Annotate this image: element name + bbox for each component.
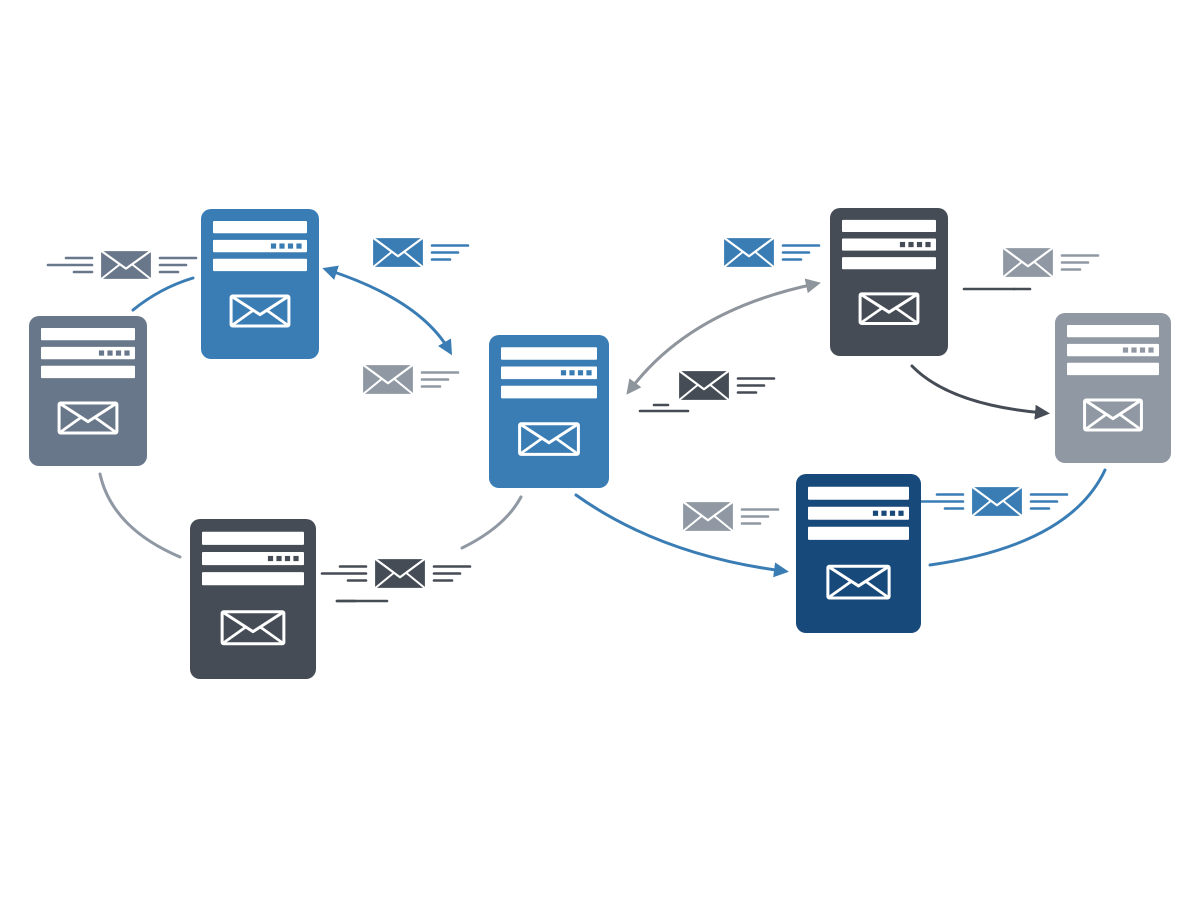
- server-top-right-status-lights-icon: [899, 241, 931, 248]
- connection-server-top-right-to-server-right: [910, 364, 1050, 420]
- server-center[interactable]: [489, 335, 609, 488]
- connection-server-bottom-left-to-server-center: [460, 495, 523, 550]
- server-bottom-left-envelope-icon: [220, 610, 286, 646]
- message-8-motion-lines: [740, 508, 780, 525]
- message-3-motion-lines: [420, 371, 460, 388]
- message-6-motion-lines: [736, 377, 776, 394]
- server-bottom-right-drive-bays: [808, 486, 909, 540]
- server-center-envelope-icon: [518, 422, 580, 456]
- server-right-drive-bays: [1067, 325, 1159, 376]
- message-9-motion-lines: [917, 493, 1069, 510]
- server-top-right-envelope-icon: [858, 292, 920, 325]
- connection-server-bottom-right-to-server-right: [928, 468, 1107, 567]
- server-right[interactable]: [1055, 313, 1171, 463]
- server-left[interactable]: [29, 316, 147, 466]
- server-top-left[interactable]: [201, 209, 319, 359]
- server-top-right[interactable]: [830, 208, 948, 356]
- server-left-status-lights-icon: [98, 350, 130, 356]
- server-left-drive-bays: [41, 328, 135, 379]
- server-center-drive-bays: [501, 347, 597, 399]
- server-bottom-left-status-lights-icon: [267, 555, 299, 562]
- server-bottom-left-drive-bays: [202, 531, 304, 586]
- message-4: [372, 556, 428, 591]
- message-7-motion-lines: [1060, 254, 1100, 271]
- message-5-motion-lines: [781, 244, 821, 261]
- connection-server-left-to-server-bottom-left: [98, 472, 182, 559]
- server-left-envelope-icon: [57, 401, 119, 435]
- motion-lines-layer: [46, 244, 1100, 603]
- server-right-envelope-icon: [1083, 398, 1143, 432]
- server-top-left-drive-bays: [213, 221, 307, 272]
- server-right-status-lights-icon: [1122, 347, 1154, 353]
- message-5: [721, 235, 777, 270]
- loose-motion-dashes: [335, 287, 1032, 603]
- server-bottom-right-status-lights-icon: [872, 510, 904, 516]
- message-3: [360, 362, 416, 397]
- server-top-left-envelope-icon: [229, 294, 291, 328]
- message-8: [680, 499, 736, 534]
- message-9: [969, 484, 1025, 519]
- servers-layer: [29, 208, 1171, 679]
- message-4-motion-lines: [320, 565, 472, 582]
- server-bottom-right[interactable]: [796, 474, 921, 633]
- server-center-status-lights-icon: [560, 370, 592, 376]
- connections-layer: [98, 265, 1107, 578]
- messages-layer: [98, 235, 1056, 591]
- message-1: [98, 248, 154, 282]
- message-6: [676, 368, 732, 403]
- connection-server-top-left-to-server-center: [322, 265, 453, 356]
- server-top-left-status-lights-icon: [270, 243, 302, 249]
- message-7: [1000, 245, 1056, 280]
- message-2: [370, 235, 426, 270]
- server-bottom-left[interactable]: [190, 519, 316, 679]
- server-top-right-drive-bays: [842, 219, 936, 270]
- connection-server-left-to-server-top-left: [131, 276, 195, 312]
- server-bottom-right-envelope-icon: [826, 564, 891, 600]
- connection-server-center-to-server-top-right: [626, 278, 821, 395]
- message-1-motion-lines: [46, 256, 198, 274]
- connection-server-center-to-server-bottom-right: [574, 493, 789, 578]
- message-2-motion-lines: [430, 244, 470, 261]
